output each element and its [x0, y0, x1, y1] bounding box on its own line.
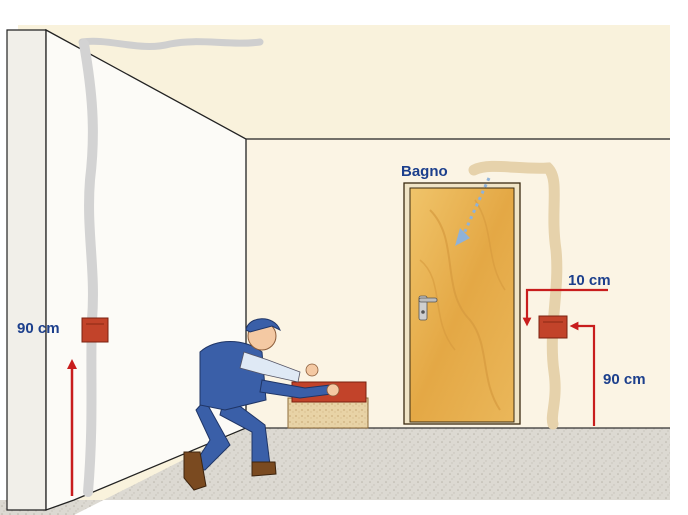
worker-cap: [245, 318, 281, 333]
electrical-box-icon: [81, 317, 109, 343]
door-room-label: Bagno: [401, 163, 448, 180]
electrical-box-icon: [538, 315, 568, 339]
right-cable-channel: [468, 160, 563, 430]
right-outlet-offset-label: 10 cm: [568, 272, 611, 289]
left-end-wall: [6, 29, 47, 511]
dotted-arrow-head: [455, 228, 470, 246]
ceiling-cable-channel: [78, 37, 264, 50]
boot-right: [251, 461, 277, 477]
floor: [0, 428, 670, 515]
boot-left: [183, 451, 207, 491]
hand-right: [305, 363, 319, 377]
right-outlet-height-label: 90 cm: [603, 371, 646, 388]
left-outlet-height-label: 90 cm: [17, 320, 60, 337]
arrow-offset-icon: [522, 288, 608, 327]
hand-left: [326, 383, 340, 397]
arrow-left-icon: [569, 321, 596, 426]
left-cable-channel: [79, 39, 98, 497]
door-handle-icon: [418, 295, 438, 321]
worker-figure: [183, 318, 369, 491]
